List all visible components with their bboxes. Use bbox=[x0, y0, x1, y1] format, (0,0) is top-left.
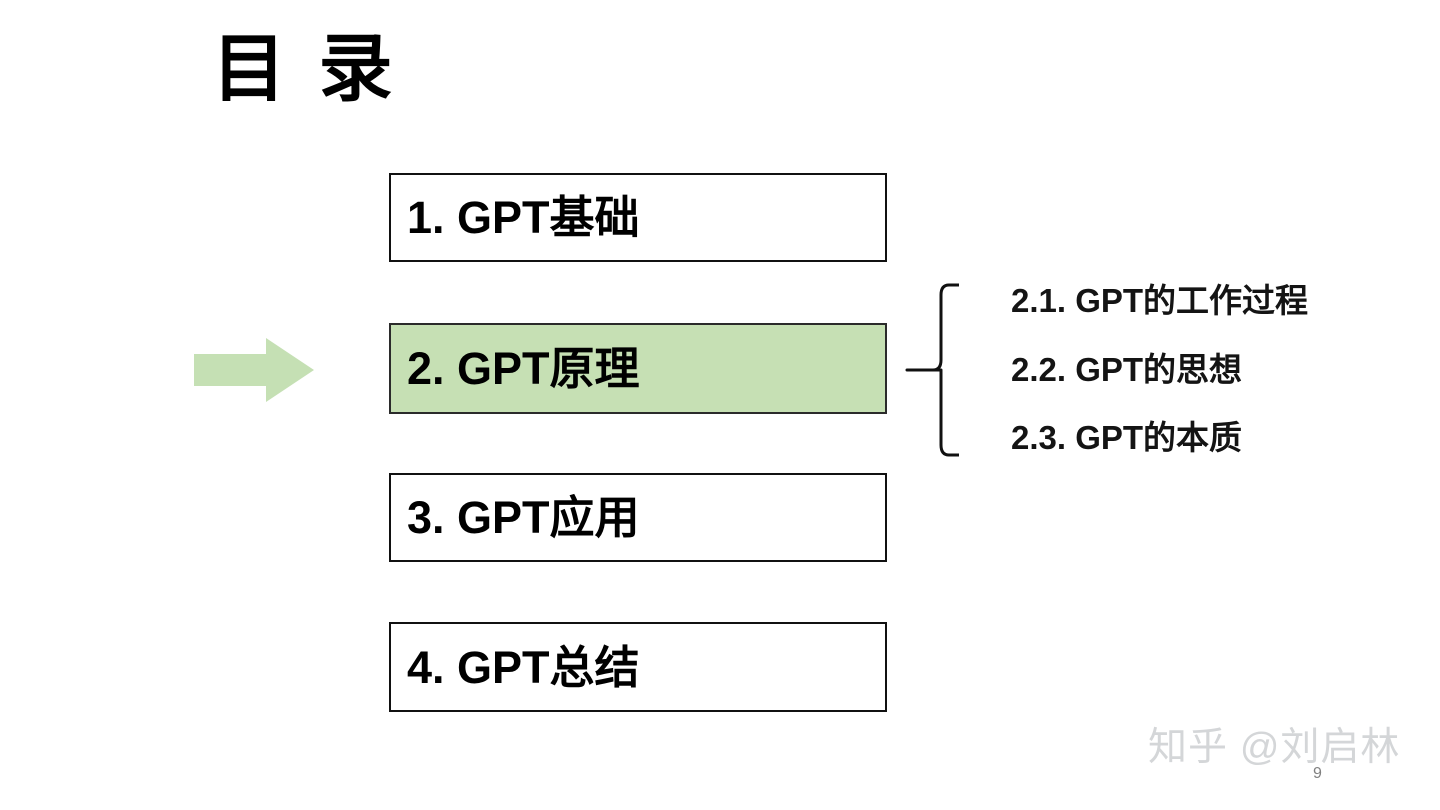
section-item-3-label: 3. GPT应用 bbox=[407, 492, 640, 543]
section-item-2-label: 2. GPT原理 bbox=[407, 343, 640, 394]
sub-section-item-2-1[interactable]: 2.1. GPT的工作过程 bbox=[1011, 282, 1309, 319]
page-number: 9 bbox=[1313, 765, 1322, 782]
section-item-1[interactable]: 1. GPT基础 bbox=[389, 173, 887, 262]
section-item-2[interactable]: 2. GPT原理 bbox=[389, 323, 887, 414]
sub-section-item-2-3[interactable]: 2.3. GPT的本质 bbox=[1011, 419, 1243, 456]
sub-section-item-2-2[interactable]: 2.2. GPT的思想 bbox=[1011, 351, 1243, 388]
section-item-4[interactable]: 4. GPT总结 bbox=[389, 622, 887, 712]
watermark: 知乎 @刘启林 bbox=[1148, 726, 1401, 769]
page-title: 目 录 bbox=[212, 27, 399, 110]
section-item-4-label: 4. GPT总结 bbox=[407, 641, 640, 693]
section-item-3[interactable]: 3. GPT应用 bbox=[389, 473, 887, 562]
current-section-arrow-icon bbox=[194, 338, 314, 402]
curly-brace-icon bbox=[903, 282, 961, 458]
section-item-1-label: 1. GPT基础 bbox=[407, 192, 640, 243]
